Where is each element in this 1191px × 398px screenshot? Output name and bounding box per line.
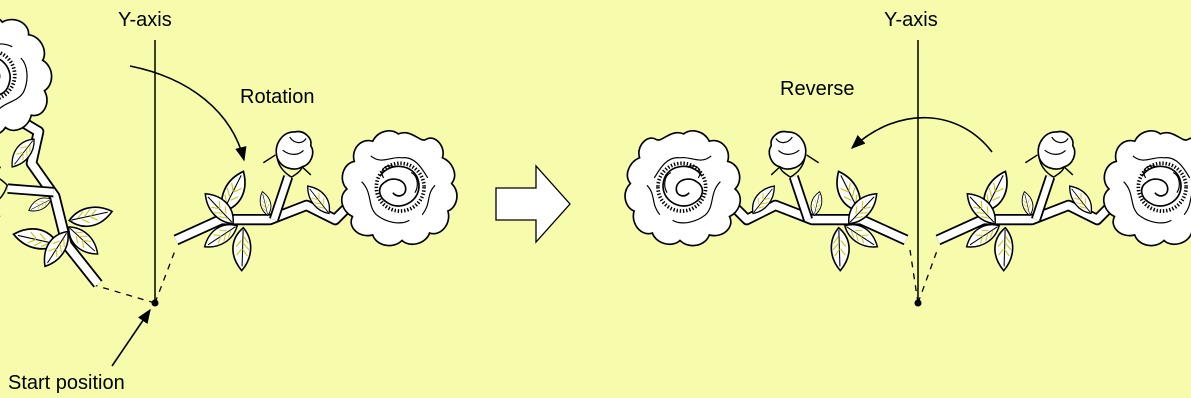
- rotation-arrow: [130, 66, 244, 160]
- start-position-label: Start position: [8, 372, 125, 394]
- reverse-arrow: [852, 118, 992, 152]
- start-guide-right: [155, 248, 176, 303]
- rose-motif-start: [0, 0, 129, 312]
- rose-motif-rotated-copy: [938, 126, 1191, 272]
- left-panel: Y-axis Rotation Start position: [0, 0, 457, 394]
- guide-right-b: [918, 248, 938, 303]
- rose-motif-rotated: [176, 126, 457, 272]
- reverse-label: Reverse: [780, 78, 854, 100]
- right-arrow-icon: [496, 166, 570, 242]
- rotation-label: Rotation: [240, 86, 315, 108]
- right-panel: Y-axis Reverse: [625, 9, 1191, 307]
- y-axis-label-left: Y-axis: [118, 9, 172, 31]
- guide-right-a: [910, 250, 918, 303]
- start-guide-left: [94, 285, 155, 303]
- rose-motif-reversed: [625, 126, 906, 272]
- start-position-pointer: [112, 310, 150, 366]
- y-axis-label-right: Y-axis: [884, 9, 938, 31]
